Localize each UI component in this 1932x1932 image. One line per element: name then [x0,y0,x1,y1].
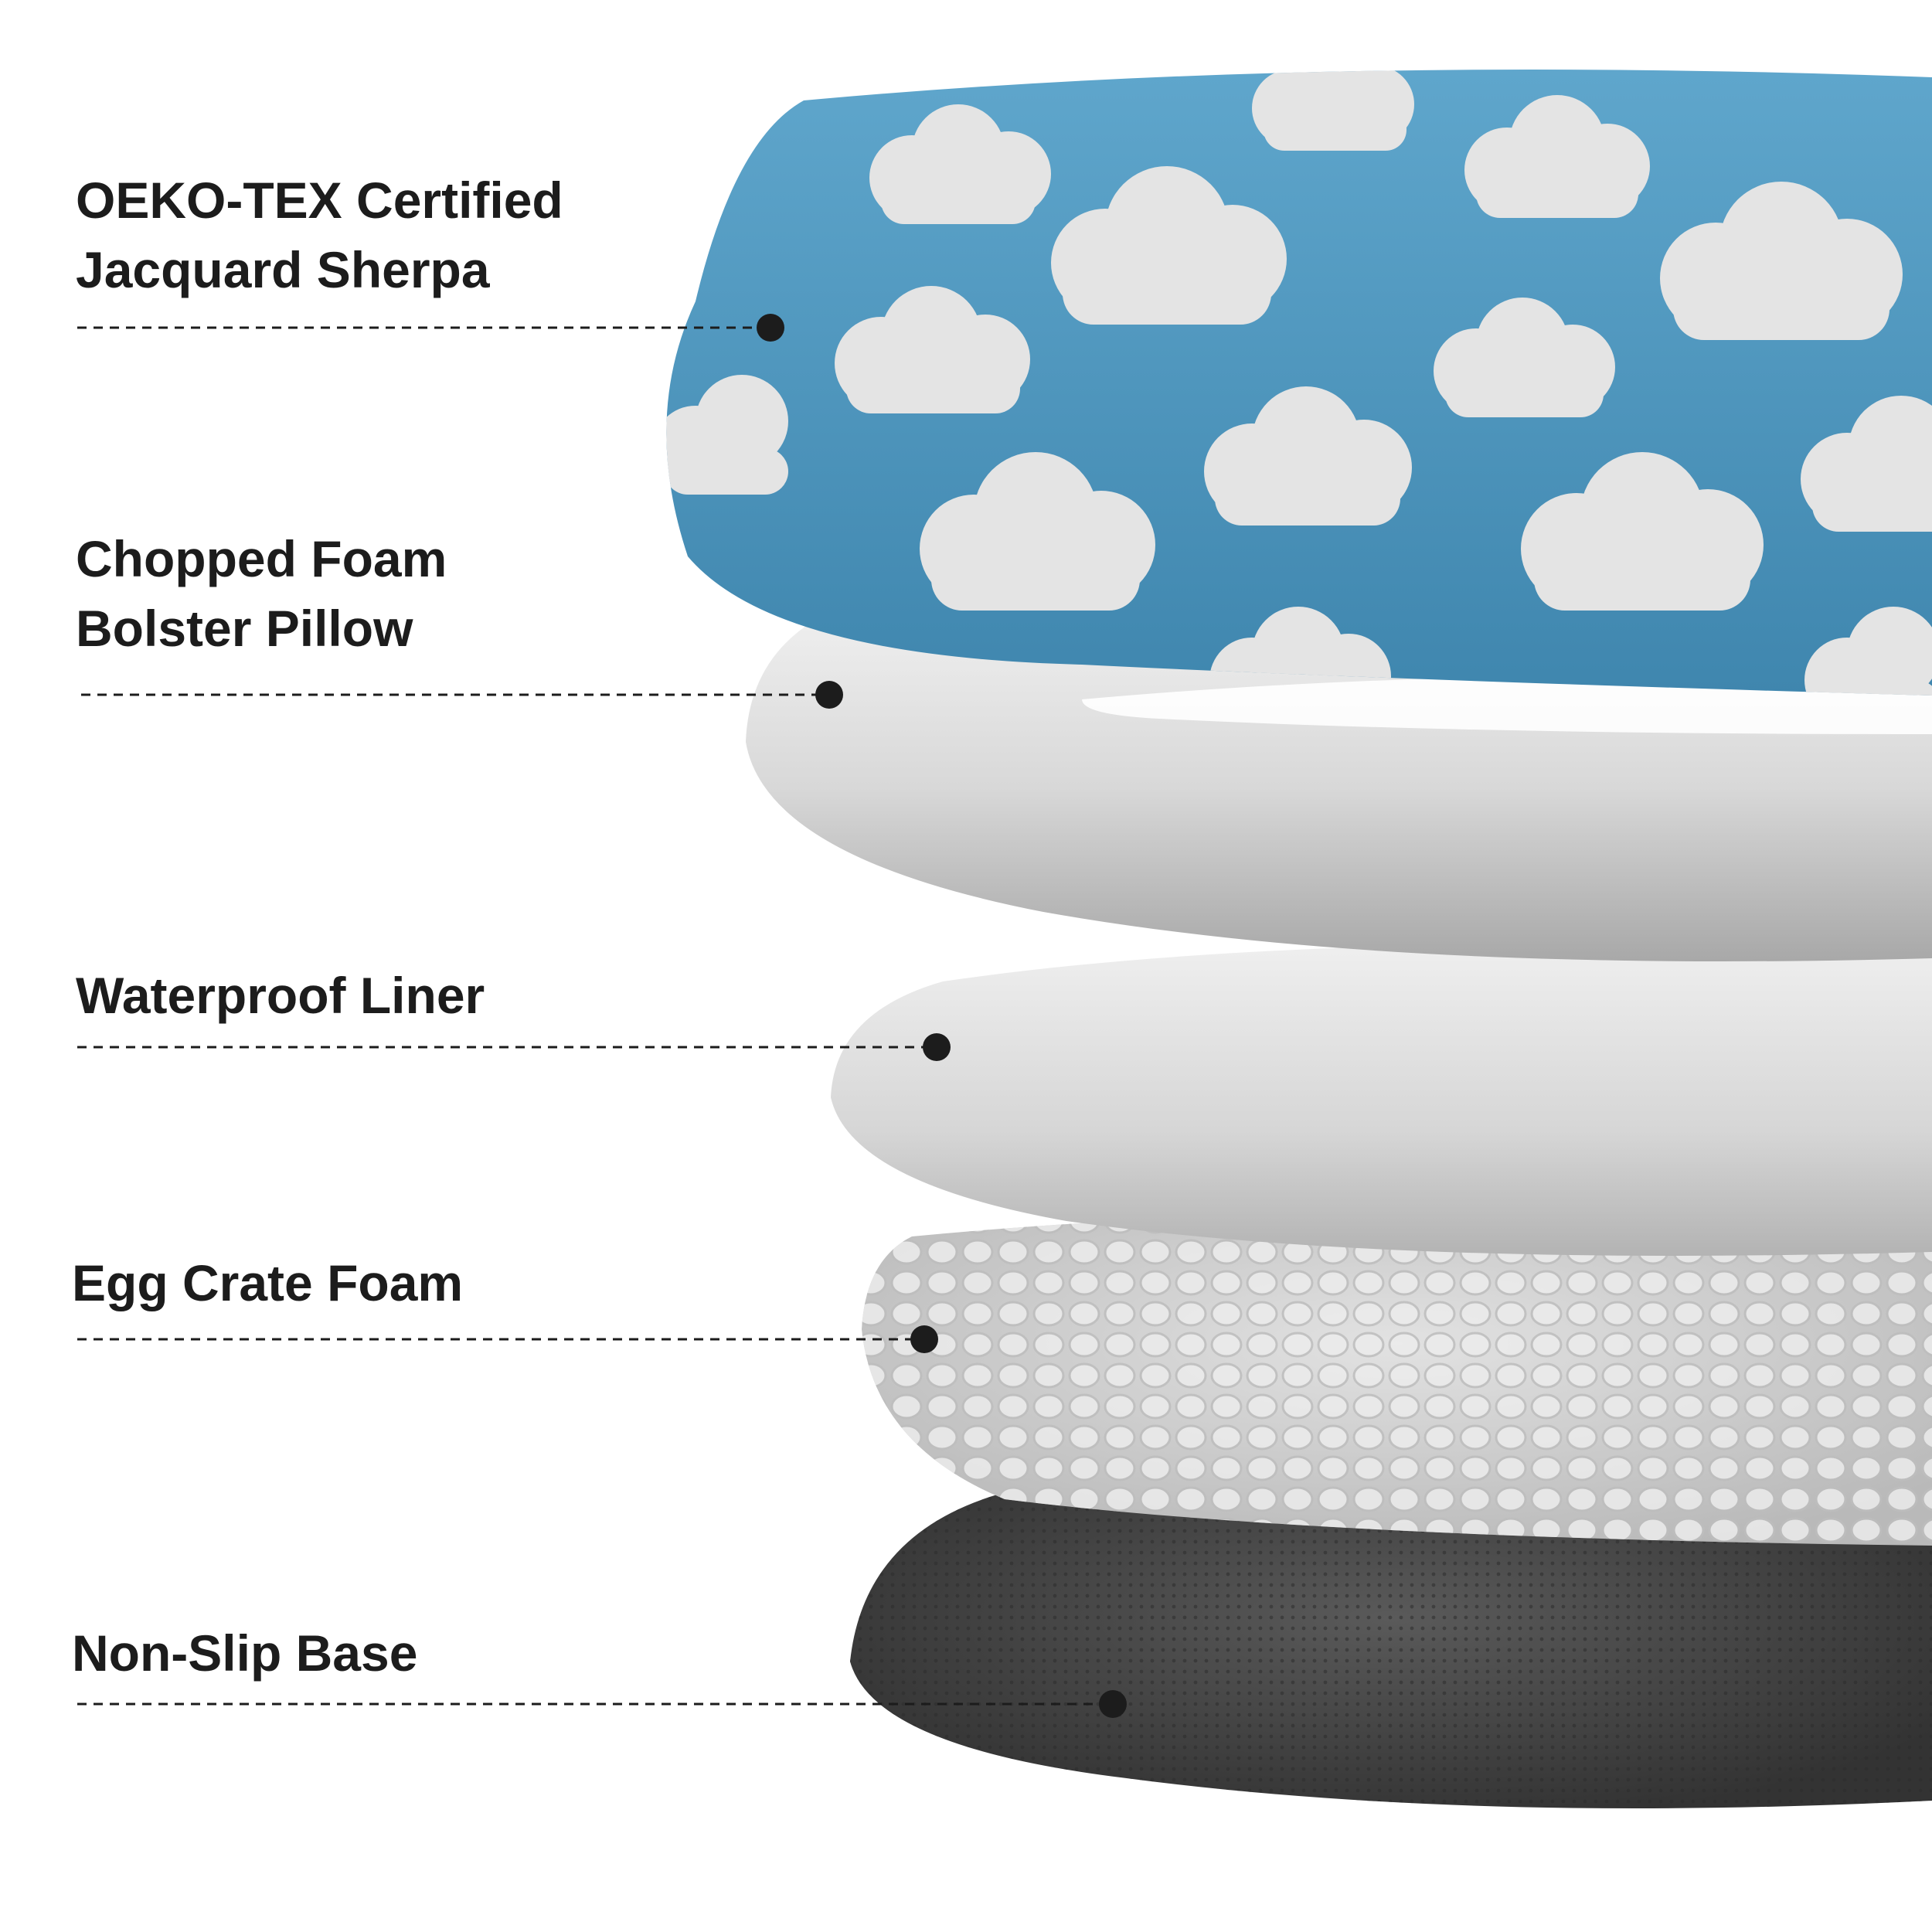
leader-dot-bolster [815,681,843,709]
leader-dot-eggcrate [910,1325,938,1353]
non-slip-base-layer [850,1463,1932,1808]
label-liner: Waterproof Liner [76,961,485,1030]
label-eggcrate-line-1: Egg Crate Foam [72,1254,464,1311]
leader-dots [757,314,1127,1718]
leader-dot-sherpa [757,314,784,342]
label-sherpa-line-2: Jacquard Sherpa [76,241,490,298]
label-sherpa: OEKO-TEX Certified Jacquard Sherpa [76,165,563,304]
label-eggcrate: Egg Crate Foam [72,1248,463,1318]
egg-crate-foam-layer [862,1209,1932,1546]
leader-lines [77,326,1113,1706]
waterproof-liner-layer [831,944,1932,1256]
label-bolster-line-1: Chopped Foam [76,530,447,587]
sherpa-cover-layer [666,70,1932,696]
leader-dot-base [1099,1690,1127,1718]
label-bolster: Chopped Foam Bolster Pillow [76,524,447,663]
label-sherpa-line-1: OEKO-TEX Certified [76,172,563,229]
cloud-pattern [666,70,1932,696]
label-base: Non-Slip Base [72,1618,417,1688]
label-bolster-line-2: Bolster Pillow [76,600,413,657]
leader-dot-liner [923,1033,951,1061]
label-base-line-1: Non-Slip Base [72,1624,418,1682]
label-liner-line-1: Waterproof Liner [76,967,485,1024]
